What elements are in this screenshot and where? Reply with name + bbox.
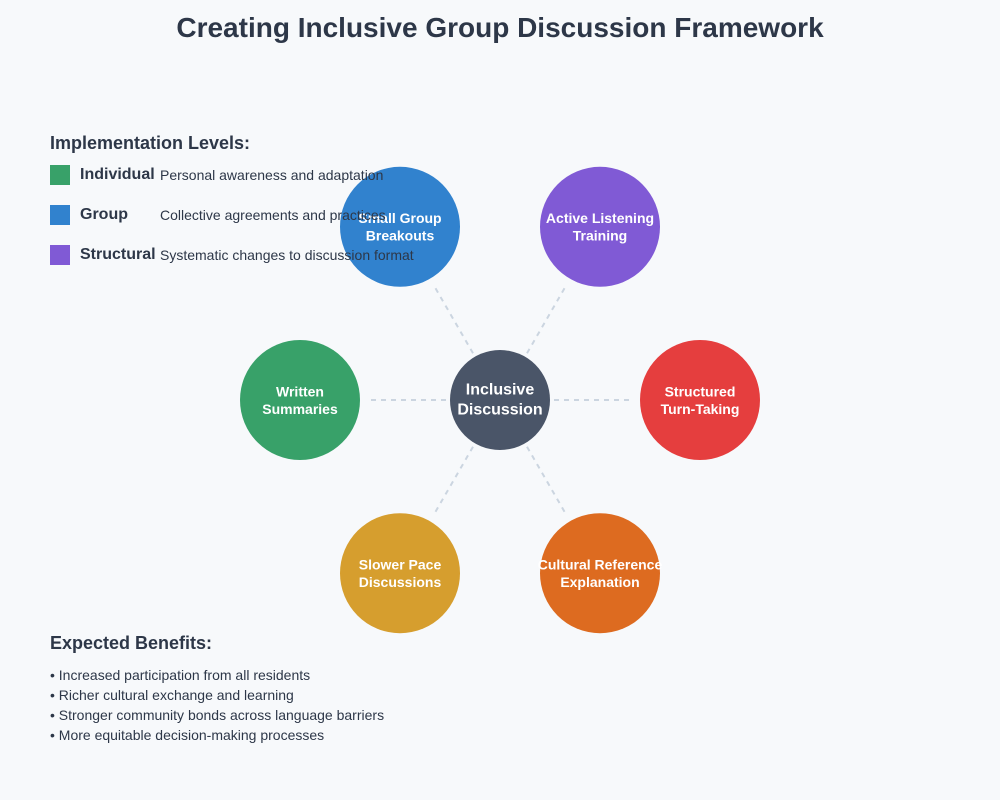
connectors bbox=[366, 283, 634, 517]
benefit-item: • More equitable decision-making process… bbox=[50, 727, 325, 743]
legend-title: Implementation Levels: bbox=[50, 133, 251, 153]
center-node-circle bbox=[450, 350, 550, 450]
connector-line bbox=[432, 446, 474, 517]
node-structured-turn-taking-line-2: Turn-Taking bbox=[661, 401, 740, 417]
legend-desc-structural: Systematic changes to discussion format bbox=[160, 247, 414, 263]
node-cultural-reference-explanation-circle bbox=[540, 513, 660, 634]
node-slower-pace-discussions-line-1: Slower Pace bbox=[359, 556, 442, 572]
node-structured-turn-taking-line-1: Structured bbox=[665, 383, 736, 399]
node-active-listening-training-line-1: Active Listening bbox=[546, 210, 654, 226]
legend-swatch-group bbox=[50, 205, 70, 225]
node-small-group-breakouts-line-2: Breakouts bbox=[366, 228, 435, 244]
legend-desc-group: Collective agreements and practices bbox=[160, 207, 386, 223]
legend-swatch-individual bbox=[50, 165, 70, 185]
node-active-listening-training-circle bbox=[540, 166, 660, 287]
benefit-item: • Stronger community bonds across langua… bbox=[50, 707, 385, 723]
node-cultural-reference-explanation-line-1: Cultural Reference bbox=[538, 556, 663, 572]
connector-line bbox=[526, 446, 568, 517]
node-structured-turn-taking-circle bbox=[640, 340, 760, 460]
benefits-title: Expected Benefits: bbox=[50, 633, 213, 653]
benefits-list: • Increased participation from all resid… bbox=[50, 665, 384, 745]
legend-swatch-structural bbox=[50, 245, 70, 265]
benefit-item: • Richer cultural exchange and learning bbox=[50, 687, 294, 703]
legend-desc-individual: Personal awareness and adaptation bbox=[160, 167, 384, 183]
legend-label-group: Group bbox=[80, 206, 128, 223]
node-written-summaries-line-2: Summaries bbox=[262, 401, 338, 417]
node-small-group-breakouts-circle bbox=[340, 166, 460, 287]
node-slower-pace-discussions-circle bbox=[340, 513, 460, 634]
connector-line bbox=[526, 283, 568, 354]
node-cultural-reference-explanation-line-2: Explanation bbox=[560, 574, 639, 590]
center-node-line-1: Inclusive bbox=[466, 382, 535, 399]
legend-label-structural: Structural bbox=[80, 246, 156, 263]
node-written-summaries-circle bbox=[240, 340, 360, 460]
node-slower-pace-discussions-line-2: Discussions bbox=[359, 574, 442, 590]
page-title: Creating Inclusive Group Discussion Fram… bbox=[176, 12, 824, 43]
benefit-item: • Increased participation from all resid… bbox=[50, 667, 311, 683]
node-small-group-breakouts-line-1: Small Group bbox=[358, 210, 441, 226]
connector-line bbox=[432, 283, 474, 354]
center-node-line-2: Discussion bbox=[457, 402, 542, 419]
legend-label-individual: Individual bbox=[80, 166, 155, 183]
node-written-summaries-line-1: Written bbox=[276, 383, 324, 399]
node-active-listening-training-line-2: Training bbox=[573, 228, 627, 244]
